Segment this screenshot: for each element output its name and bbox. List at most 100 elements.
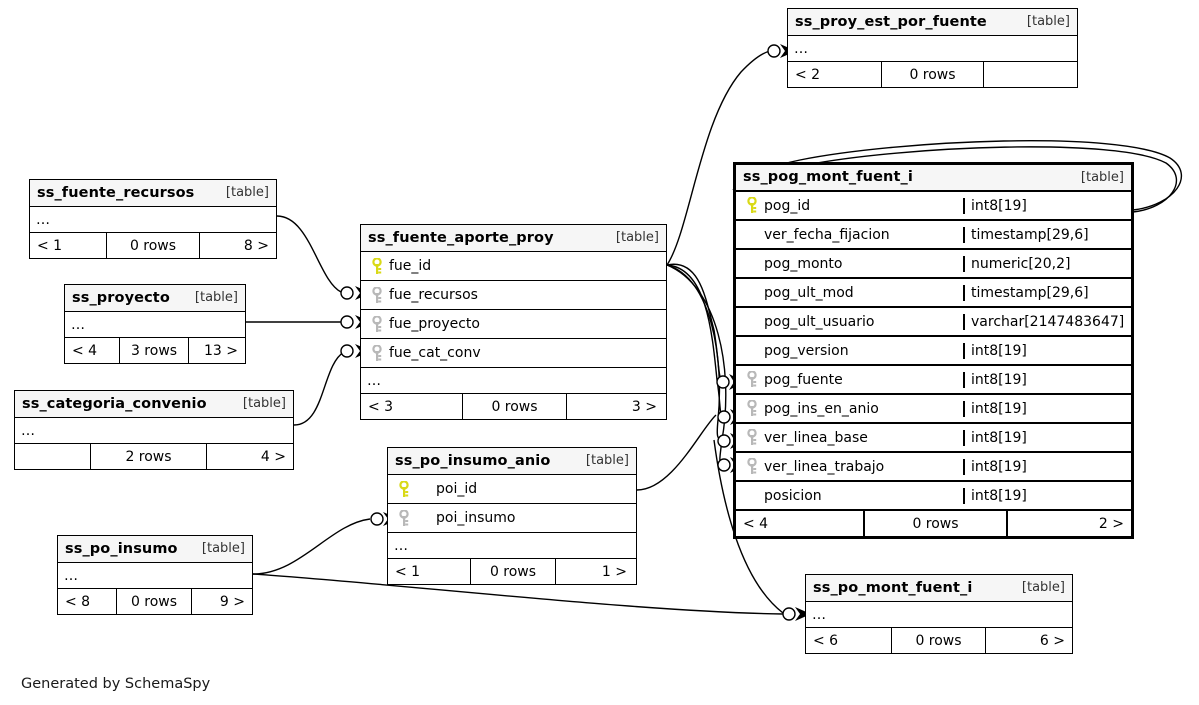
foreign-key-icon: [742, 400, 762, 417]
table-ss_categoria_convenio[interactable]: ss_categoria_convenio [table] … 2 rows 4…: [14, 390, 294, 470]
column-name: poi_insumo: [436, 510, 516, 526]
column-name: pog_ult_mod: [764, 284, 854, 301]
column-name: ver_linea_trabajo: [764, 458, 885, 475]
table-tag: [table]: [242, 396, 286, 411]
table-ellipsis-row: …: [806, 602, 1072, 628]
footer-rows: 0 rows: [863, 511, 1008, 536]
column-name: fue_cat_conv: [389, 345, 481, 361]
table-title: ss_categoria_convenio [table]: [15, 391, 293, 418]
column-row[interactable]: fue_proyecto: [361, 310, 666, 339]
table-tag: [table]: [1080, 169, 1124, 185]
column-type: int8[19]: [963, 429, 1131, 446]
column-name: pog_ult_usuario: [764, 313, 875, 330]
table-tag: [table]: [194, 290, 238, 305]
footer-children: 2 >: [1098, 515, 1124, 532]
footer-parents: < 8: [65, 593, 91, 610]
column-row[interactable]: pog_fuente int8[19]: [736, 366, 1131, 395]
footer-children: 4 >: [260, 448, 286, 465]
footer-children: 13 >: [204, 342, 238, 359]
table-footer: < 4 0 rows 2 >: [736, 511, 1131, 536]
column-row[interactable]: pog_ult_usuario varchar[2147483647]: [736, 308, 1131, 337]
table-name: ss_po_mont_fuent_i: [813, 579, 973, 596]
column-name: fue_proyecto: [389, 316, 480, 332]
table-ss_proyecto[interactable]: ss_proyecto [table] … < 4 3 rows 13 >: [64, 284, 246, 364]
column-row[interactable]: pog_ins_en_anio int8[19]: [736, 395, 1131, 424]
column-row[interactable]: poi_insumo: [388, 504, 636, 533]
table-ellipsis-row: …: [388, 533, 636, 559]
column-row[interactable]: ver_fecha_fijacion timestamp[29,6]: [736, 221, 1131, 250]
table-ss_pog_mont_fuent_i[interactable]: ss_pog_mont_fuent_i [table] pog_id int8[…: [733, 162, 1134, 539]
table-name: ss_fuente_recursos: [37, 184, 195, 201]
table-footer: 2 rows 4 >: [15, 444, 293, 469]
column-type: int8[19]: [963, 487, 1131, 504]
footer-parents: < 4: [743, 515, 769, 532]
primary-key-icon: [394, 480, 414, 498]
table-ss_po_insumo[interactable]: ss_po_insumo [table] … < 8 0 rows 9 >: [57, 535, 253, 615]
column-row[interactable]: pog_id int8[19]: [736, 192, 1131, 221]
table-tag: [table]: [225, 185, 269, 200]
footer-parents: < 1: [37, 237, 63, 254]
table-footer: < 1 0 rows 8 >: [30, 233, 276, 258]
table-tag: [table]: [1021, 580, 1065, 595]
column-name: ver_linea_base: [764, 429, 868, 446]
table-ss_po_mont_fuent_i[interactable]: ss_po_mont_fuent_i [table] … < 6 0 rows …: [805, 574, 1073, 654]
table-name: ss_fuente_aporte_proy: [368, 229, 554, 246]
footer-parents: < 2: [795, 66, 821, 83]
footer-parents: < 1: [395, 563, 421, 580]
table-footer: < 8 0 rows 9 >: [58, 589, 252, 614]
column-type: varchar[2147483647]: [963, 313, 1131, 330]
column-name: fue_id: [389, 258, 432, 274]
footer-rows: 0 rows: [462, 394, 567, 419]
table-name: ss_po_insumo_anio: [395, 452, 551, 469]
table-ss_proy_est_por_fuente[interactable]: ss_proy_est_por_fuente [table] … < 2 0 r…: [787, 8, 1078, 88]
table-title: ss_fuente_recursos [table]: [30, 180, 276, 207]
table-title: ss_po_insumo_anio [table]: [388, 448, 636, 475]
column-type: timestamp[29,6]: [963, 284, 1131, 301]
column-name: pog_monto: [764, 255, 843, 272]
table-ellipsis-row: …: [65, 312, 245, 338]
table-ellipsis-row: …: [15, 418, 293, 444]
column-row[interactable]: ver_linea_trabajo int8[19]: [736, 453, 1131, 482]
table-tag: [table]: [201, 541, 245, 556]
footer-rows: 0 rows: [891, 628, 986, 653]
table-name: ss_po_insumo: [65, 540, 178, 557]
column-row[interactable]: pog_monto numeric[20,2]: [736, 250, 1131, 279]
table-ellipsis-row: …: [58, 563, 252, 589]
column-row[interactable]: fue_recursos: [361, 281, 666, 310]
column-type: int8[19]: [963, 400, 1131, 417]
column-name: pog_fuente: [764, 371, 843, 388]
column-name: posicion: [764, 487, 822, 504]
footer-rows: 3 rows: [119, 338, 189, 363]
footer-rows: 2 rows: [90, 444, 207, 469]
table-name: ss_proyecto: [72, 289, 170, 306]
column-row[interactable]: fue_cat_conv: [361, 339, 666, 368]
column-row[interactable]: pog_ult_mod timestamp[29,6]: [736, 279, 1131, 308]
footer-children: 3 >: [631, 398, 657, 415]
footer-children: 8 >: [243, 237, 269, 254]
table-ss_fuente_recursos[interactable]: ss_fuente_recursos [table] … < 1 0 rows …: [29, 179, 277, 259]
table-tag: [table]: [1026, 14, 1070, 29]
column-row[interactable]: poi_id: [388, 475, 636, 504]
column-name: pog_ins_en_anio: [764, 400, 879, 417]
table-ellipsis-row: …: [361, 368, 666, 394]
table-name: ss_proy_est_por_fuente: [795, 13, 987, 30]
table-ss_po_insumo_anio[interactable]: ss_po_insumo_anio [table] poi_id poi_ins…: [387, 447, 637, 585]
foreign-key-icon: [367, 286, 387, 304]
table-footer: < 3 0 rows 3 >: [361, 394, 666, 419]
column-row[interactable]: pog_version int8[19]: [736, 337, 1131, 366]
table-footer: < 4 3 rows 13 >: [65, 338, 245, 363]
column-row[interactable]: posicion int8[19]: [736, 482, 1131, 511]
column-type: numeric[20,2]: [963, 255, 1131, 272]
column-name: fue_recursos: [389, 287, 478, 303]
table-ss_fuente_aporte_proy[interactable]: ss_fuente_aporte_proy [table] fue_id fue…: [360, 224, 667, 420]
column-type: int8[19]: [963, 197, 1131, 214]
column-row[interactable]: fue_id: [361, 252, 666, 281]
column-row[interactable]: ver_linea_base int8[19]: [736, 424, 1131, 453]
foreign-key-icon: [367, 344, 387, 362]
foreign-key-icon: [742, 458, 762, 475]
foreign-key-icon: [367, 315, 387, 333]
table-title: ss_proyecto [table]: [65, 285, 245, 312]
footer-parents: < 4: [72, 342, 98, 359]
table-ellipsis-row: …: [30, 207, 276, 233]
